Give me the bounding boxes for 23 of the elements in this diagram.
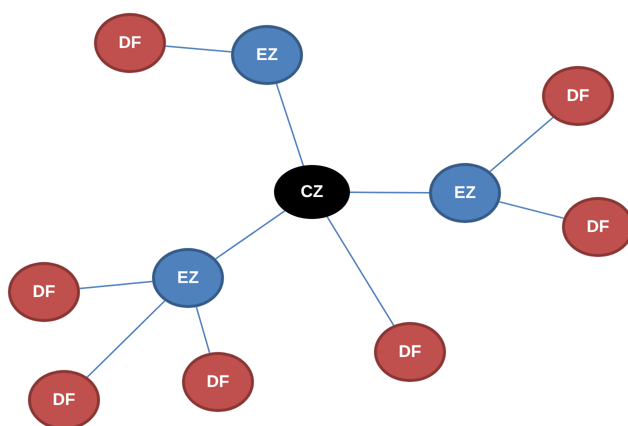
node-label: DF — [52, 390, 76, 410]
connector-line — [80, 280, 152, 290]
leaf-ellipse — [562, 197, 628, 257]
connector-line — [215, 210, 286, 260]
center-ellipse — [274, 165, 350, 219]
node-label: DF — [32, 282, 56, 302]
connector-line — [276, 84, 304, 166]
connector-line — [86, 300, 166, 378]
node-label: CZ — [300, 182, 324, 202]
node-label: EZ — [177, 268, 199, 288]
connector-line — [499, 201, 564, 219]
node-label: DF — [398, 342, 422, 362]
node-label: EZ — [256, 45, 278, 65]
connector-line — [490, 116, 554, 172]
node-label: DF — [206, 372, 230, 392]
connector-line — [196, 306, 210, 354]
connector-line — [166, 45, 232, 53]
node-label: DF — [118, 33, 142, 53]
node-label: EZ — [454, 183, 476, 203]
connector-line — [350, 192, 429, 194]
connector-line — [326, 216, 394, 326]
node-label: DF — [586, 217, 610, 237]
node-label: DF — [566, 86, 590, 106]
